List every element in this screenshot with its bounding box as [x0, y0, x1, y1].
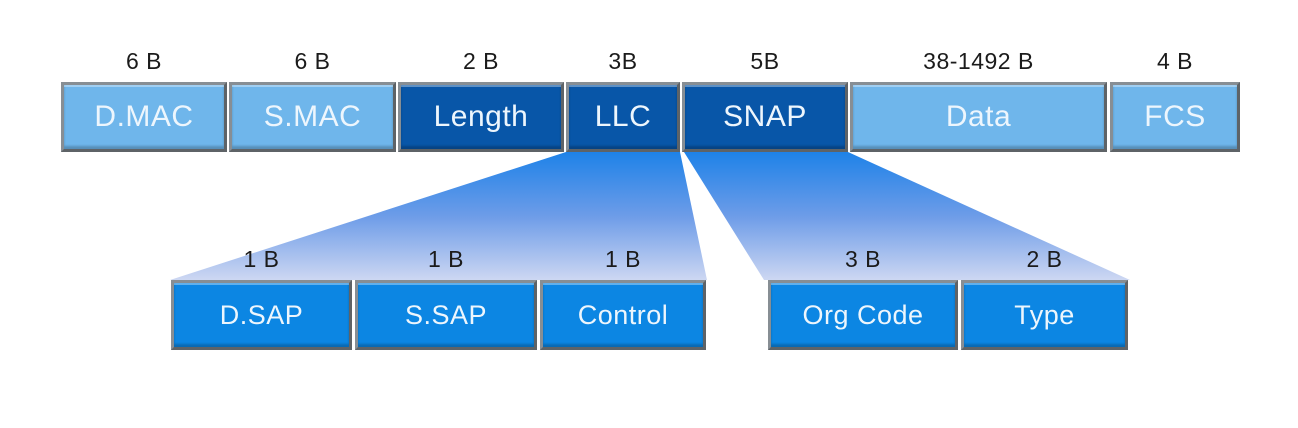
box-control: Control: [540, 280, 706, 350]
box-dmac: D.MAC: [61, 82, 227, 152]
size-label-data: 38-1492 B: [923, 48, 1034, 74]
box-length: Length: [398, 82, 564, 152]
field-type: 2 B Type: [961, 242, 1128, 350]
box-type: Type: [961, 280, 1128, 350]
field-length: 2 B Length: [398, 44, 564, 152]
size-label-snap: 5B: [750, 48, 780, 74]
field-fcs: 4 B FCS: [1110, 44, 1240, 152]
field-smac: 6 B S.MAC: [229, 44, 396, 152]
size-label-dsap: 1 B: [243, 246, 280, 272]
field-dmac: 6 B D.MAC: [61, 44, 227, 152]
size-label-llc: 3B: [608, 48, 638, 74]
size-label-control: 1 B: [604, 246, 642, 272]
size-label-orgcode: 3 B: [844, 246, 882, 272]
box-snap: SNAP: [682, 82, 848, 152]
field-orgcode: 3 B Org Code: [768, 242, 958, 350]
size-label-dmac: 6 B: [125, 48, 163, 74]
box-data: Data: [850, 82, 1107, 152]
box-fcs: FCS: [1110, 82, 1240, 152]
field-llc: 3B LLC: [566, 44, 680, 152]
size-label-type: 2 B: [1026, 246, 1063, 272]
field-data: 38-1492 B Data: [850, 44, 1107, 152]
box-smac: S.MAC: [229, 82, 396, 152]
box-dsap: D.SAP: [171, 280, 352, 350]
snap-expansion-funnel: [684, 152, 1130, 280]
field-dsap: 1 B D.SAP: [171, 242, 352, 350]
size-label-length: 2 B: [462, 48, 500, 74]
field-control: 1 B Control: [540, 242, 706, 350]
box-ssap: S.SAP: [355, 280, 537, 350]
box-orgcode: Org Code: [768, 280, 958, 350]
size-label-fcs: 4 B: [1156, 48, 1194, 74]
box-llc: LLC: [566, 82, 680, 152]
llc-expansion-funnel: [170, 152, 707, 280]
size-label-smac: 6 B: [294, 48, 331, 74]
field-ssap: 1 B S.SAP: [355, 242, 537, 350]
size-label-ssap: 1 B: [427, 246, 465, 272]
field-snap: 5B SNAP: [682, 44, 848, 152]
